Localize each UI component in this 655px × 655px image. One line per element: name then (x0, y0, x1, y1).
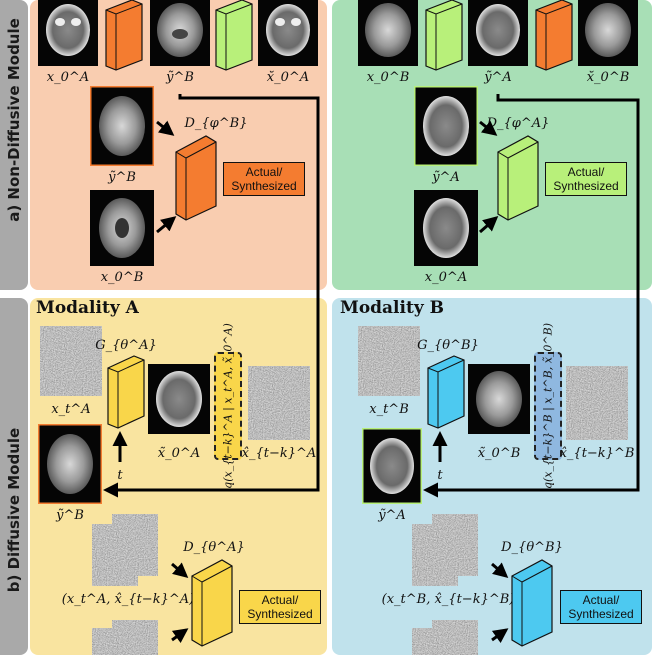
pair-images-A (92, 514, 160, 586)
discriminator-label-phiA: D_{φ^A} (486, 116, 550, 131)
mri-image-disc-yB (90, 86, 154, 166)
arrow-yB-to-disc (156, 120, 175, 136)
mri-image-cond-yB (38, 424, 102, 504)
label-pair-A: (x_t^A, x̂_{t−k}^A) (61, 592, 195, 607)
arrow-pair-B-to-disc (491, 562, 509, 578)
mri-image-disc-x0A (414, 190, 478, 266)
label-x0B-cycle: x̆_0^B (586, 70, 630, 85)
label-cond-yA: ỹ^A (378, 508, 406, 523)
generator-block-cyan (427, 355, 465, 429)
label-yA-synth: ỹ^A (484, 70, 512, 85)
label-xhatB: x̂_{t−k}^B (559, 446, 635, 461)
label-disc-yB: ỹ^B (108, 170, 136, 185)
label-x0B: x_0^B (366, 70, 410, 85)
mri-image-cond-yA (362, 428, 422, 504)
discriminator-label-thetaB: D_{θ^B} (501, 540, 563, 555)
output-box-actual-synth-3: Actual/ Synthesized (239, 590, 321, 624)
label-xhatA: x̂_{t−k}^A (241, 446, 317, 461)
generator-label-thetaA: G_{θ^A} (95, 338, 157, 353)
mri-image-x0A-cycle (258, 0, 318, 66)
output-box-actual-synth-4: Actual/ Synthesized (560, 590, 642, 624)
arrow-x0A-to-disc (479, 216, 499, 234)
generator-block-yellow (107, 355, 145, 429)
noise-image-xtB (358, 326, 420, 396)
mri-image-x0A (38, 0, 98, 66)
label-xtB: x_t^B (369, 402, 409, 417)
generator-block-orange (105, 0, 143, 71)
generator-label-thetaB: G_{θ^B} (417, 338, 479, 353)
output-box-actual-synth: Actual/ Synthesized (223, 162, 305, 196)
label-x0A-estimate: x̃_0^A (157, 446, 201, 461)
discriminator-block-yellow (191, 559, 233, 647)
label-cond-yB: ỹ^B (56, 508, 84, 523)
mri-image-x0B-estimate (468, 364, 530, 434)
mri-image-yA-synth (468, 0, 528, 66)
label-pair-B: (x_t^B, x̂_{t−k}^B) (381, 592, 515, 607)
discriminator-label-phiB: D_{φ^B} (184, 116, 248, 131)
discriminator-block-cyan (511, 559, 553, 647)
noise-image-xtA (40, 326, 102, 396)
generator-block-lime-2 (425, 0, 463, 71)
noise-image-xhatB (566, 366, 628, 440)
mri-image-x0B-cycle (578, 0, 638, 66)
mri-image-disc-yA (414, 86, 478, 166)
modality-b-title: Modality B (340, 298, 444, 318)
arrow-yA-to-disc (479, 120, 498, 136)
mri-image-x0A-estimate (148, 364, 210, 434)
arrow-yB-to-modality-a (103, 94, 320, 498)
pair-images-A-2 (92, 620, 160, 655)
posterior-box-B: q(x_{t−k}^B | x_t^B, x̃_0^B) (534, 323, 562, 489)
arrow-yA-to-modality-b (423, 94, 640, 498)
label-time-A: t (117, 468, 123, 483)
posterior-box-A: q(x_{t−k}^A | x_t^A, x̃_0^A) (214, 323, 242, 489)
arrow-x0B-to-disc (156, 216, 177, 234)
label-disc-x0B: x_0^B (100, 270, 144, 285)
mri-image-x0B (358, 0, 418, 66)
generator-block-orange-2 (535, 0, 573, 71)
mri-image-disc-x0B (90, 190, 154, 266)
label-xtA: x_t^A (51, 402, 91, 417)
mri-image-yB-synth (150, 0, 210, 66)
noise-image-xhatA (248, 366, 310, 440)
pair-images-B (412, 514, 480, 586)
label-yB-synth: ỹ^B (166, 70, 194, 85)
label-time-B: t (437, 468, 443, 483)
label-x0A-cycle: x̆_0^A (266, 70, 310, 85)
arrow-pair-B2-to-disc (491, 628, 509, 644)
label-x0A: x_0^A (46, 70, 90, 85)
label-x0B-estimate: x̃_0^B (477, 446, 521, 461)
arrow-pair-A2-to-disc (171, 628, 189, 644)
output-box-actual-synth-2: Actual/ Synthesized (545, 162, 627, 196)
arrow-pair-A-to-disc (171, 562, 189, 578)
diffusive-sidebar (0, 298, 28, 655)
modality-a-title: Modality A (36, 298, 139, 318)
discriminator-block-lime (497, 135, 539, 221)
label-disc-yA: ỹ^A (432, 170, 460, 185)
discriminator-block-orange (175, 135, 217, 221)
pair-images-B-2 (412, 620, 480, 655)
discriminator-label-thetaA: D_{θ^A} (183, 540, 245, 555)
non-diffusive-sidebar (0, 0, 28, 290)
generator-block-lime (215, 0, 253, 71)
label-disc-x0A: x_0^A (424, 270, 468, 285)
